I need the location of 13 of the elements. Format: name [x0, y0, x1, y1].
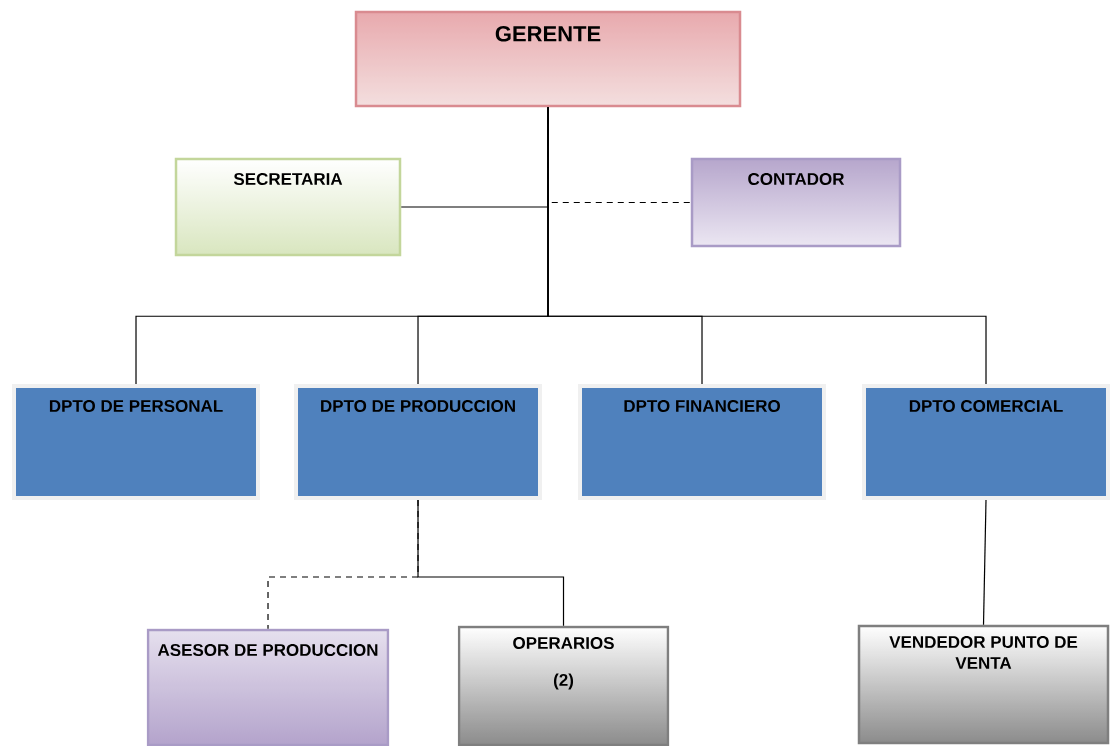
org-box: VENDEDOR PUNTO DE VENTA [857, 624, 1110, 745]
org-box: CONTADOR [690, 157, 902, 248]
connector-line [547, 106, 987, 385]
org-box: DPTO COMERCIAL [862, 384, 1110, 500]
connector-line [982, 499, 987, 626]
org-box: OPERARIOS (2) [457, 625, 670, 746]
org-box: DPTO DE PERSONAL [12, 384, 260, 500]
org-box: DPTO DE PRODUCCION [294, 384, 542, 500]
org-box: SECRETARIA [174, 157, 402, 257]
connector-line [417, 499, 565, 627]
org-box: GERENTE [354, 10, 742, 108]
org-box: ASESOR DE PRODUCCION [146, 628, 390, 746]
org-box: DPTO FINANCIERO [578, 384, 826, 500]
